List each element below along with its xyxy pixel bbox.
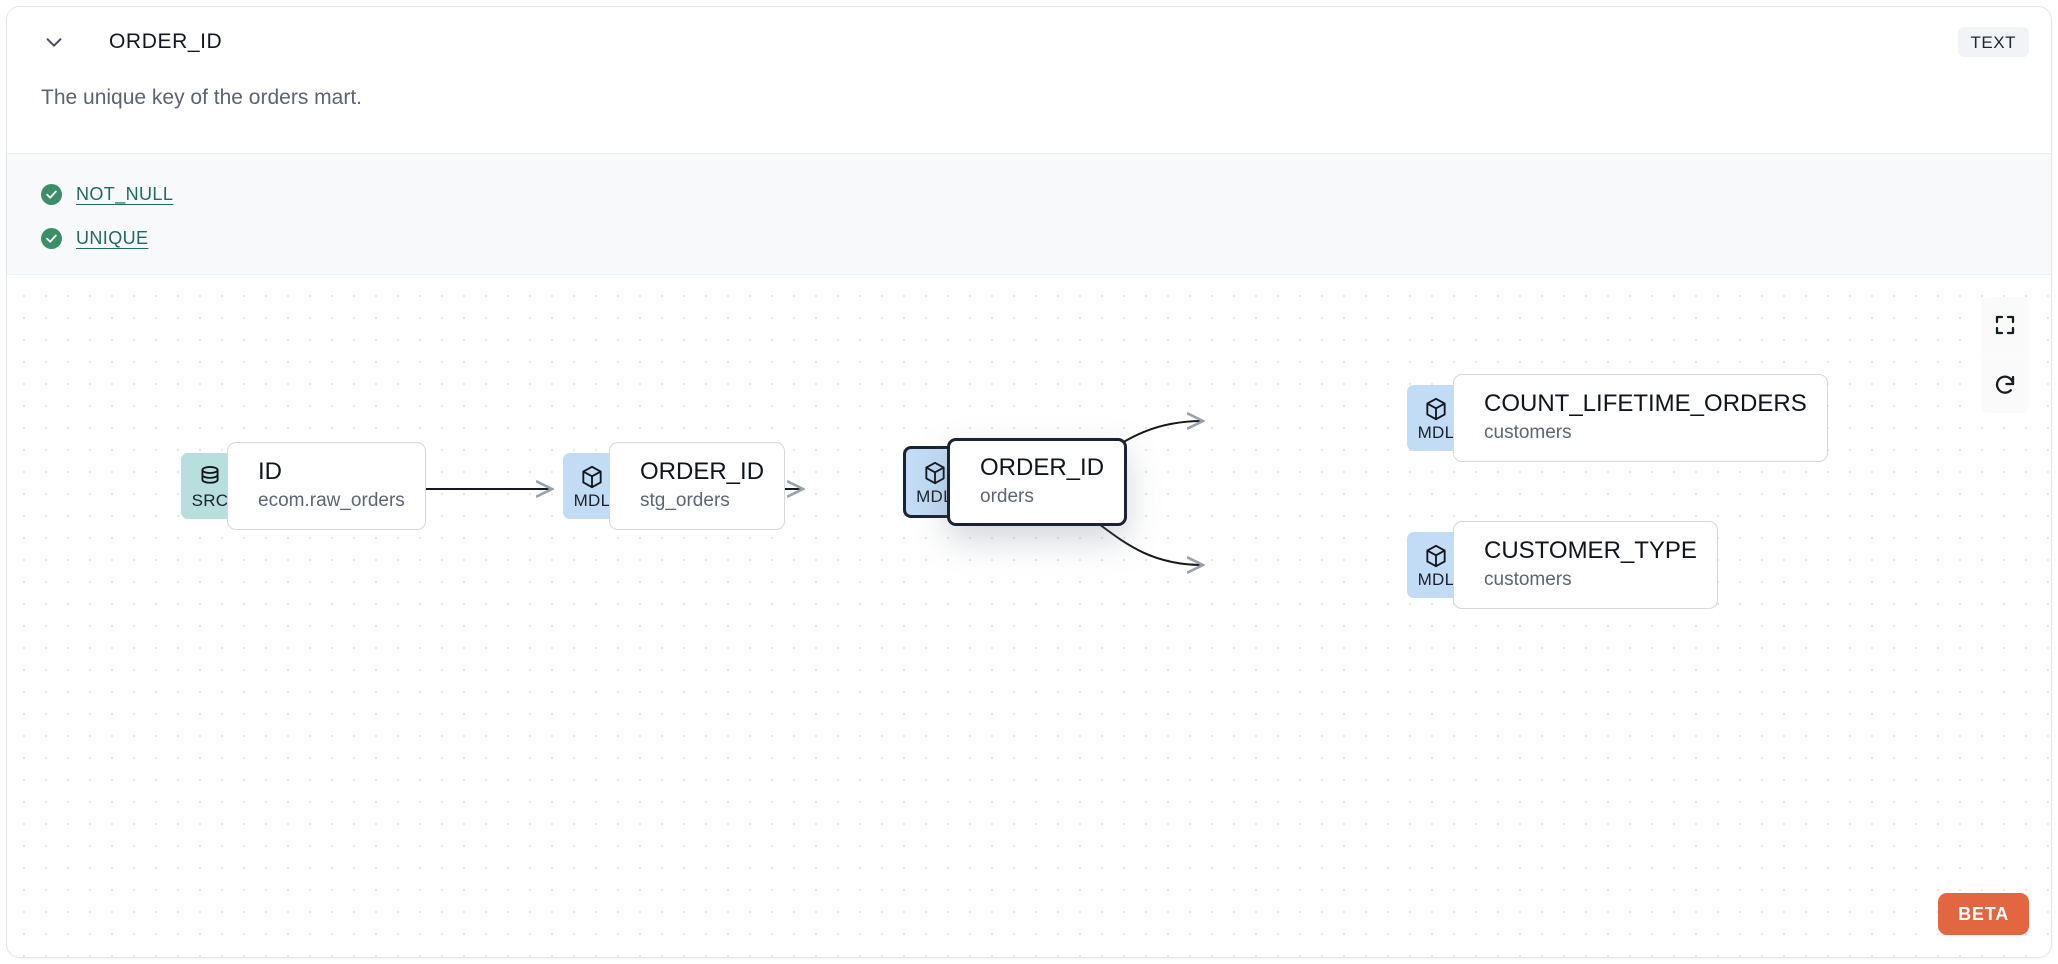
node-source: orders xyxy=(980,486,1034,508)
chevron-down-icon[interactable] xyxy=(41,29,67,55)
node-name: ORDER_ID xyxy=(980,453,1105,481)
lineage-node-src-id[interactable]: SRC ID ecom.raw_orders xyxy=(181,442,426,530)
test-row[interactable]: UNIQUE xyxy=(7,216,2051,260)
node-source: ecom.raw_orders xyxy=(258,490,405,512)
node-body: ORDER_ID stg_orders xyxy=(609,442,786,530)
node-body: ID ecom.raw_orders xyxy=(227,442,426,530)
node-kind-label: MDL xyxy=(1417,422,1455,442)
node-source: customers xyxy=(1484,569,1572,591)
node-name: ORDER_ID xyxy=(640,457,765,485)
column-detail-card: ORDER_ID TEXT The unique key of the orde… xyxy=(6,6,2052,958)
cube-icon xyxy=(579,464,605,490)
node-name: COUNT_LIFETIME_ORDERS xyxy=(1484,389,1807,417)
column-type-badge: TEXT xyxy=(1957,27,2029,57)
refresh-icon[interactable] xyxy=(1981,357,2029,413)
test-link-not-null[interactable]: NOT_NULL xyxy=(76,183,174,204)
test-row[interactable]: NOT_NULL xyxy=(7,172,2051,216)
node-kind-label: SRC xyxy=(191,490,229,510)
cube-icon xyxy=(1423,396,1449,422)
node-name: CUSTOMER_TYPE xyxy=(1484,536,1697,564)
test-link-unique[interactable]: UNIQUE xyxy=(76,227,149,248)
beta-badge[interactable]: BETA xyxy=(1938,893,2029,935)
lineage-node-mdl-customer-type[interactable]: MDL CUSTOMER_TYPE customers xyxy=(1407,521,1718,609)
check-circle-icon xyxy=(41,227,62,249)
node-body: COUNT_LIFETIME_ORDERS customers xyxy=(1453,374,1828,462)
node-source: customers xyxy=(1484,422,1572,444)
cube-icon xyxy=(1423,543,1449,569)
fit-view-icon[interactable] xyxy=(1981,297,2029,353)
lineage-node-mdl-stg[interactable]: MDL ORDER_ID stg_orders xyxy=(563,442,786,530)
node-name: ID xyxy=(258,457,282,485)
database-icon xyxy=(197,464,223,490)
tests-section: NOT_NULL UNIQUE xyxy=(7,153,2051,275)
node-body: ORDER_ID orders xyxy=(947,438,1128,526)
canvas-controls xyxy=(1981,297,2029,413)
lineage-node-mdl-count[interactable]: MDL COUNT_LIFETIME_ORDERS customers xyxy=(1407,374,1828,462)
header-row: ORDER_ID TEXT xyxy=(7,7,2051,77)
node-kind-label: MDL xyxy=(1417,569,1455,589)
check-circle-icon xyxy=(41,183,62,205)
page-title: ORDER_ID xyxy=(109,30,223,53)
column-header: ORDER_ID TEXT The unique key of the orde… xyxy=(7,7,2051,153)
node-kind-label: MDL xyxy=(573,490,611,510)
node-source: stg_orders xyxy=(640,490,730,512)
node-kind-label: MDL xyxy=(916,486,953,506)
lineage-node-mdl-orders[interactable]: MDL ORDER_ID orders xyxy=(903,438,1128,526)
cube-icon xyxy=(922,460,948,486)
node-body: CUSTOMER_TYPE customers xyxy=(1453,521,1718,609)
column-description: The unique key of the orders mart. xyxy=(41,86,362,109)
lineage-canvas[interactable]: SRC ID ecom.raw_orders MDL ORDER_ID stg_… xyxy=(7,275,2051,957)
